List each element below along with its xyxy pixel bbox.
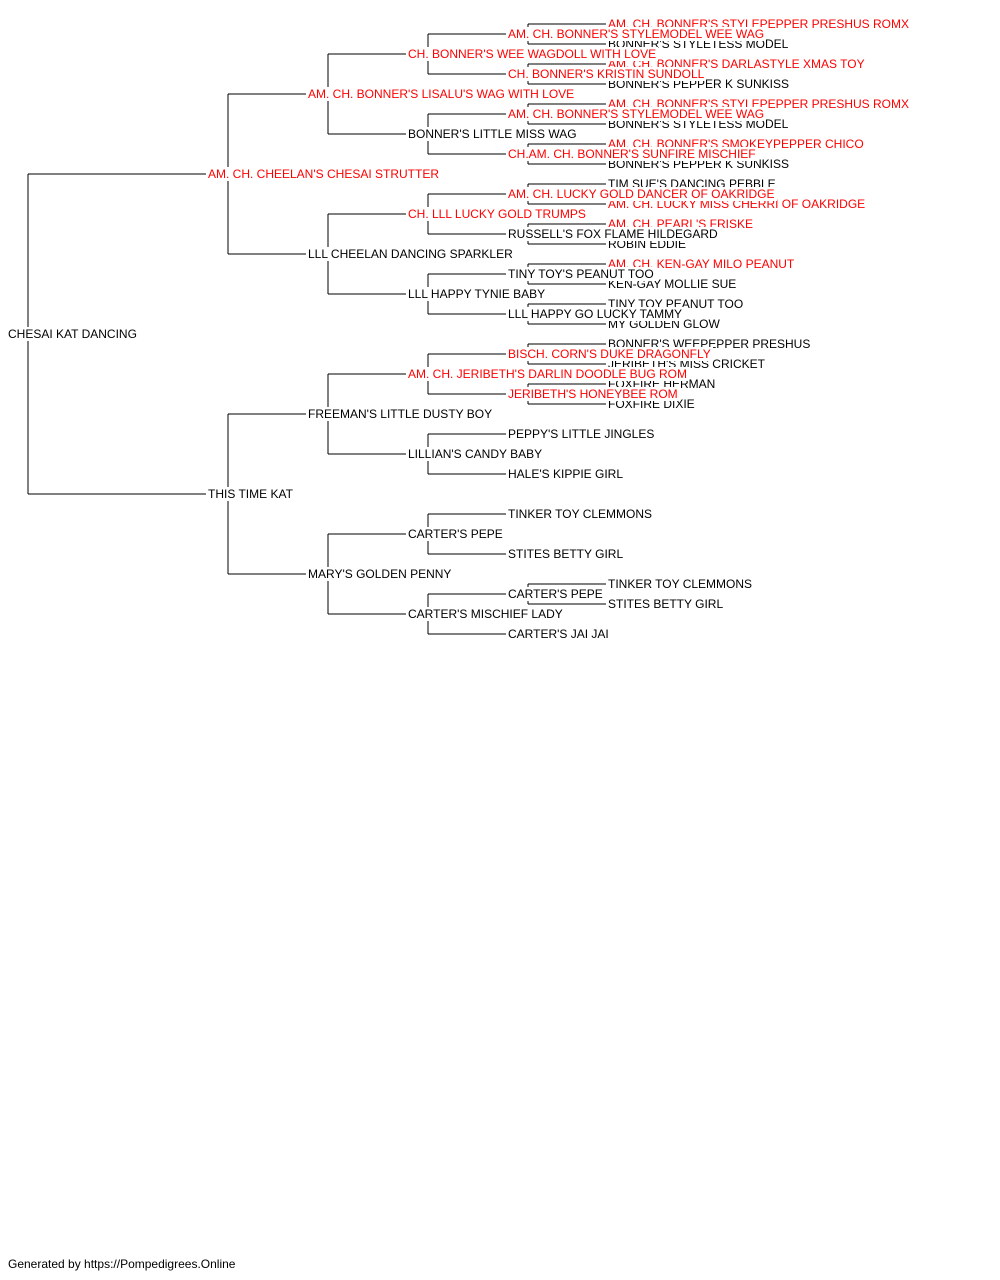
ancestor-name: AM. CH. JERIBETH'S DARLIN DOODLE BUG ROM — [408, 367, 689, 381]
ancestor-name: BISCH. CORN'S DUKE DRAGONFLY — [508, 347, 713, 361]
ancestor-name: CH. BONNER'S WEE WAGDOLL WITH LOVE — [408, 47, 659, 61]
ancestor-name: PEPPY'S LITTLE JINGLES — [508, 427, 657, 441]
ancestor-name: MARY'S GOLDEN PENNY — [308, 567, 454, 581]
ancestor-name: FREEMAN'S LITTLE DUSTY BOY — [308, 407, 495, 421]
ancestor-name: AM. CH. BONNER'S LISALU'S WAG WITH LOVE — [308, 87, 577, 101]
ancestor-name: CH. LLL LUCKY GOLD TRUMPS — [408, 207, 588, 221]
ancestor-name: AM. CH. BONNER'S STYLEMODEL WEE WAG — [508, 107, 767, 121]
ancestor-name: LILLIAN'S CANDY BABY — [408, 447, 545, 461]
ancestor-name: STITES BETTY GIRL — [608, 597, 726, 611]
ancestor-name: CARTER'S PEPE — [408, 527, 505, 541]
subject-dog-name: CHESAI KAT DANCING — [8, 327, 139, 341]
ancestor-name: BONNER'S LITTLE MISS WAG — [408, 127, 579, 141]
ancestor-name: THIS TIME KAT — [208, 487, 295, 501]
ancestor-name: TINKER TOY CLEMMONS — [508, 507, 655, 521]
ancestor-name: CARTER'S MISCHIEF LADY — [408, 607, 565, 621]
ancestor-name: TINY TOY'S PEANUT TOO — [508, 267, 656, 281]
ancestor-name: CARTER'S JAI JAI — [508, 627, 611, 641]
ancestor-name: RUSSELL'S FOX FLAME HILDEGARD — [508, 227, 720, 241]
ancestor-name: TINKER TOY CLEMMONS — [608, 577, 755, 591]
ancestor-name: LLL HAPPY GO LUCKY TAMMY — [508, 307, 685, 321]
ancestor-name: JERIBETH'S HONEYBEE ROM — [508, 387, 680, 401]
ancestor-name: CH. BONNER'S KRISTIN SUNDOLL — [508, 67, 707, 81]
ancestor-name: AM. CH. CHEELAN'S CHESAI STRUTTER — [208, 167, 441, 181]
ancestor-name: AM. CH. LUCKY GOLD DANCER OF OAKRIDGE — [508, 187, 777, 201]
ancestor-name: CH.AM. CH. BONNER'S SUNFIRE MISCHIEF — [508, 147, 758, 161]
ancestor-name: LLL HAPPY TYNIE BABY — [408, 287, 548, 301]
ancestor-name: HALE'S KIPPIE GIRL — [508, 467, 626, 481]
ancestor-name: AM. CH. BONNER'S STYLEMODEL WEE WAG — [508, 27, 767, 41]
ancestor-name: STITES BETTY GIRL — [508, 547, 626, 561]
ancestor-name: LLL CHEELAN DANCING SPARKLER — [308, 247, 515, 261]
ancestor-name: CARTER'S PEPE — [508, 587, 605, 601]
generated-by-footer: Generated by https://Pompedigrees.Online — [8, 1257, 236, 1271]
